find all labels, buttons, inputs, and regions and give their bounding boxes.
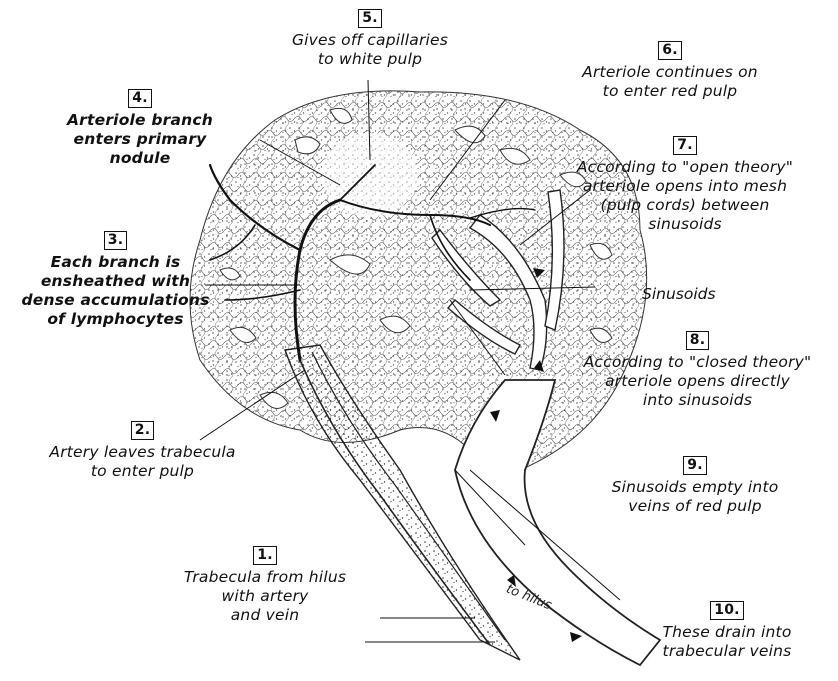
- label-8-line-3: into sinusoids: [555, 391, 838, 410]
- label-9-number: 9.: [683, 456, 706, 475]
- label-5: 5. Gives off capillaries to white pulp: [255, 8, 485, 69]
- sinusoids-label: Sinusoids: [642, 285, 716, 303]
- label-8-line-2: arteriole opens directly: [555, 372, 838, 391]
- label-9-line-1: Sinusoids empty into: [560, 478, 830, 497]
- label-7-line-4: sinusoids: [535, 215, 835, 234]
- label-2-number: 2.: [131, 421, 154, 440]
- label-6-line-1: Arteriole continues on: [520, 63, 820, 82]
- label-1-number: 1.: [253, 546, 276, 565]
- label-8: 8. According to "closed theory" arteriol…: [555, 330, 838, 410]
- label-4-number: 4.: [128, 89, 151, 108]
- label-4-line-1: Arteriole branch: [40, 111, 240, 130]
- label-3-line-4: of lymphocytes: [8, 310, 223, 329]
- label-3-number: 3.: [104, 231, 127, 250]
- label-3-line-3: dense accumulations: [8, 291, 223, 310]
- label-10-line-1: These drain into: [622, 623, 832, 642]
- label-3-line-2: ensheathed with: [8, 272, 223, 291]
- label-1-line-2: with artery: [150, 587, 380, 606]
- label-10-number: 10.: [710, 601, 743, 620]
- label-1: 1. Trabecula from hilus with artery and …: [150, 545, 380, 625]
- label-9-line-2: veins of red pulp: [560, 497, 830, 516]
- label-7-line-2: arteriole opens into mesh: [535, 177, 835, 196]
- label-2: 2. Artery leaves trabecula to enter pulp: [5, 420, 280, 481]
- label-4-line-3: nodule: [40, 149, 240, 168]
- label-7-number: 7.: [673, 136, 696, 155]
- label-7: 7. According to "open theory" arteriole …: [535, 135, 835, 234]
- label-1-line-3: and vein: [150, 606, 380, 625]
- label-2-line-2: to enter pulp: [5, 462, 280, 481]
- label-8-line-1: According to "closed theory": [555, 353, 838, 372]
- label-3-line-1: Each branch is: [8, 253, 223, 272]
- label-1-line-1: Trabecula from hilus: [150, 568, 380, 587]
- label-4-line-2: enters primary: [40, 130, 240, 149]
- label-8-number: 8.: [686, 331, 709, 350]
- label-10-line-2: trabecular veins: [622, 642, 832, 661]
- label-10: 10. These drain into trabecular veins: [622, 600, 832, 661]
- label-5-line-2: to white pulp: [255, 50, 485, 69]
- label-9: 9. Sinusoids empty into veins of red pul…: [560, 455, 830, 516]
- label-4: 4. Arteriole branch enters primary nodul…: [40, 88, 240, 168]
- label-7-line-3: (pulp cords) between: [535, 196, 835, 215]
- label-7-line-1: According to "open theory": [535, 158, 835, 177]
- label-5-number: 5.: [358, 9, 381, 28]
- label-3: 3. Each branch is ensheathed with dense …: [8, 230, 223, 329]
- label-6-number: 6.: [658, 41, 681, 60]
- label-5-line-1: Gives off capillaries: [255, 31, 485, 50]
- label-2-line-1: Artery leaves trabecula: [5, 443, 280, 462]
- label-6: 6. Arteriole continues on to enter red p…: [520, 40, 820, 101]
- label-6-line-2: to enter red pulp: [520, 82, 820, 101]
